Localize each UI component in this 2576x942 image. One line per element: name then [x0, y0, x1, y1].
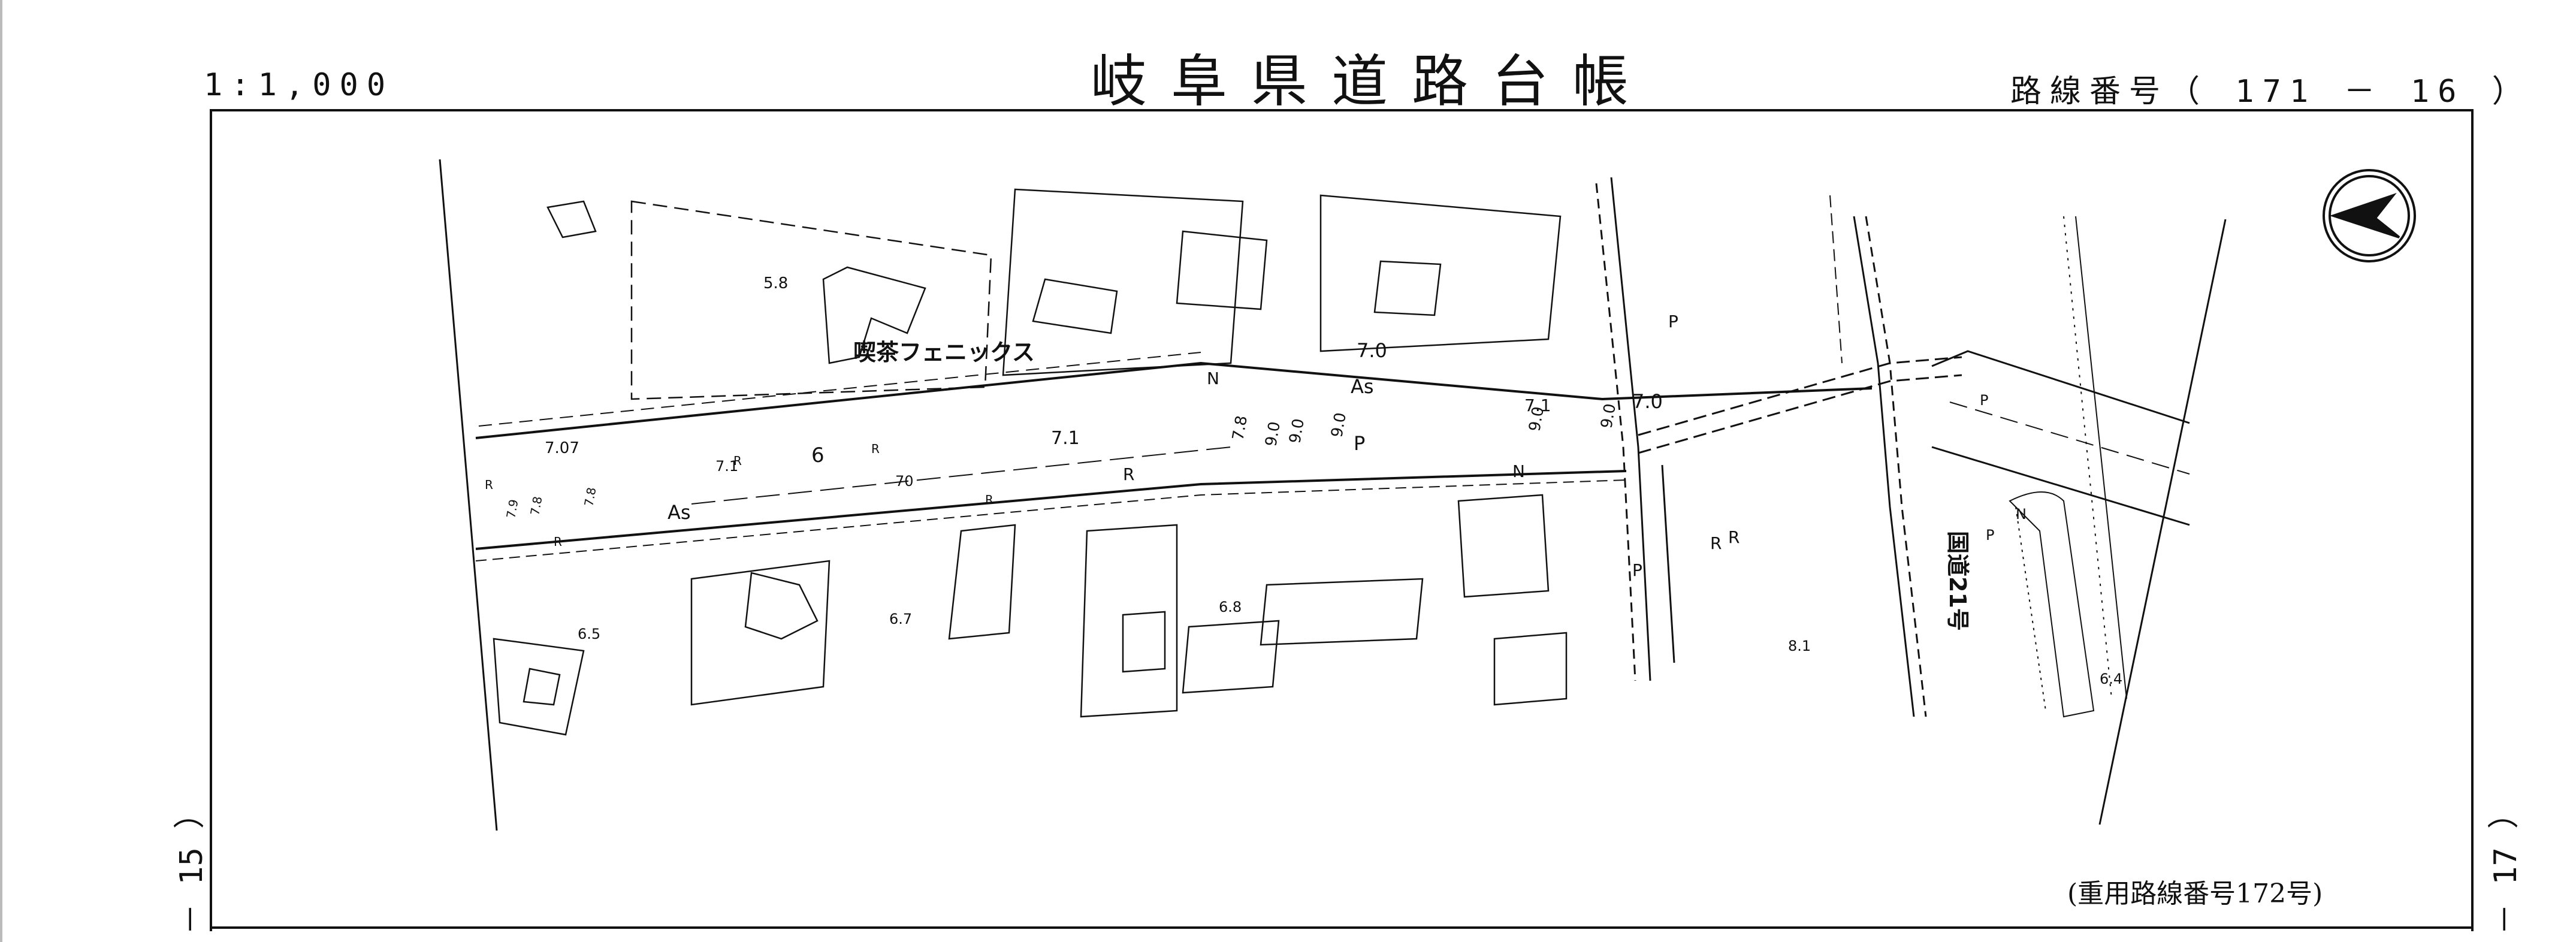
structure-mark: P — [1632, 560, 1642, 580]
elevation-label: 9.0 — [1526, 405, 1548, 433]
national-road-label: 国道21号 — [1944, 531, 1971, 631]
overlap-route-note: (重用路線番号172号) — [2067, 878, 2323, 909]
page-title: 岐阜県道路台帳 — [1091, 49, 1653, 114]
parcels — [493, 188, 1568, 736]
structure-mark: N — [2016, 506, 2027, 523]
elevation-label: 9.0 — [1597, 402, 1620, 430]
elevation-label: 7.0 — [1632, 390, 1663, 413]
shop-label: 喫茶フェニックス — [853, 339, 1035, 366]
elevation-label: 7.1 — [1524, 395, 1551, 415]
structure-mark: R — [985, 493, 993, 507]
elevation-label: 6.8 — [1219, 599, 1242, 615]
map-scale: 1:1,000 — [204, 67, 394, 103]
surface-label: As — [1351, 375, 1374, 398]
structure-mark: R — [871, 442, 880, 456]
elevation-label: 70 — [895, 473, 914, 490]
elevation-label: 9.0 — [1328, 411, 1350, 439]
adjacent-sheet-right: － 17 ） — [2488, 797, 2524, 935]
page-left-edge — [0, 0, 2, 942]
elevation-label: 7.8 — [1229, 414, 1251, 442]
route-number: 路線番号（ 171 － 16 ） — [2010, 74, 2532, 110]
structure-mark: P — [1980, 392, 1988, 409]
structure-mark: P — [1986, 527, 1994, 544]
elevation-label: 7.9 — [503, 498, 521, 519]
structure-mark: R — [1710, 533, 1722, 553]
structure-mark: P — [1668, 312, 1678, 331]
structure-mark: N — [1207, 369, 1219, 388]
elevation-label: 6.7 — [889, 611, 912, 627]
structure-mark: R — [1123, 464, 1134, 484]
map-frame-bottom-line — [210, 926, 2474, 929]
national-road-21 — [1595, 177, 1927, 717]
road-east — [1638, 350, 2190, 526]
elevation-label: 7.8 — [581, 486, 599, 507]
structure-mark: R — [733, 454, 742, 468]
surface-label: As — [668, 501, 691, 524]
elevation-label: 9.0 — [1262, 420, 1284, 448]
elevation-label: 7.1 — [1051, 428, 1080, 449]
sheet-boundary-left — [439, 159, 498, 831]
structure-mark: R — [1728, 527, 1740, 547]
structure-mark: P — [1354, 432, 1365, 455]
embankment — [2009, 216, 2127, 718]
sheet-boundary-right — [2098, 219, 2227, 825]
elevation-label: 7.1 — [715, 458, 738, 475]
elevation-label: 7.0 — [1357, 339, 1387, 362]
main-road — [475, 352, 1873, 561]
north-arrow-icon — [2323, 169, 2416, 262]
elevation-label: 8.1 — [1788, 638, 1811, 654]
structure-mark: R — [554, 535, 562, 549]
elevation-label: 6.4 — [2100, 671, 2122, 687]
structure-mark: R — [485, 478, 493, 492]
elevation-label: 9.0 — [1286, 417, 1308, 445]
lane-label: 6 — [811, 443, 825, 467]
elevation-label: 7.07 — [545, 439, 579, 457]
elevation-label: 6.5 — [578, 626, 600, 642]
elevation-label: 7.8 — [527, 495, 545, 516]
road-ledger-map: 喫茶フェニックス 国道21号 As As 6 5.8 7.07 7.1 70 7… — [439, 159, 2416, 831]
adjacent-sheet-left: － 15 ） — [174, 797, 210, 935]
map-frame — [210, 109, 2474, 931]
structure-mark: N — [1512, 461, 1525, 481]
elevation-label: 5.8 — [763, 274, 788, 292]
